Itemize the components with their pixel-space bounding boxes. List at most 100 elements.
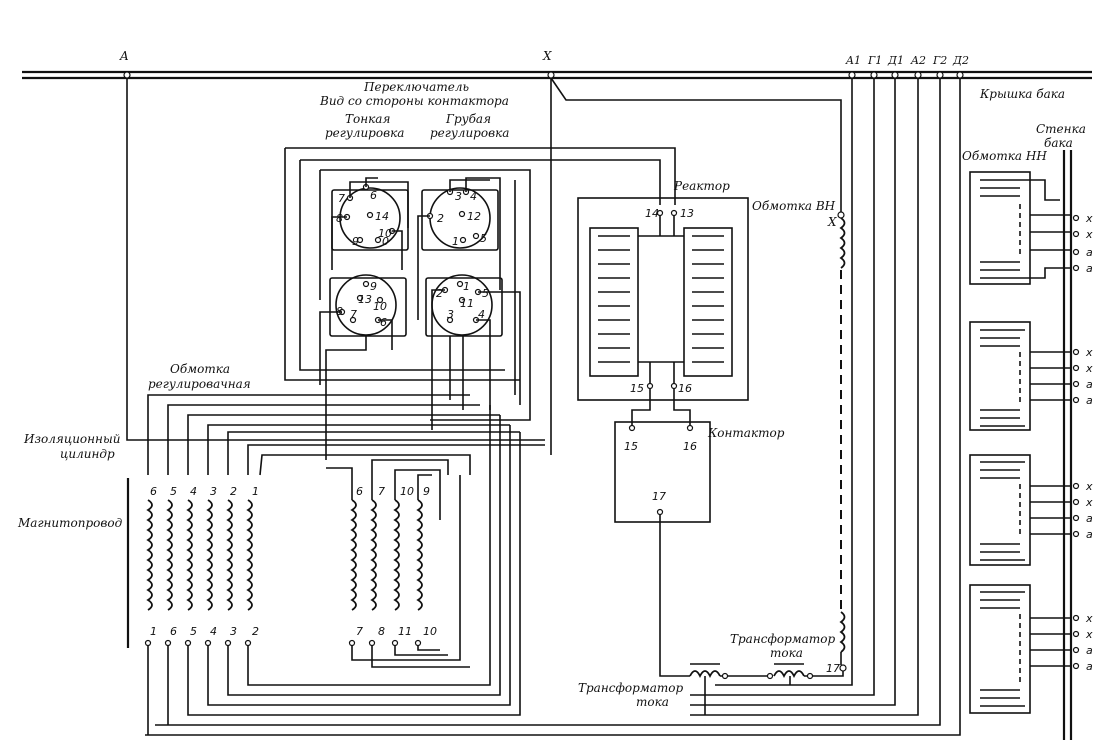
svg-text:4: 4: [190, 485, 197, 498]
lv-winding-block-4: x x a a: [969, 584, 1093, 714]
bus-label-a1: A1: [845, 54, 861, 67]
svg-text:1: 1: [150, 625, 157, 638]
svg-text:5: 5: [480, 232, 487, 245]
wire-x: [550, 77, 842, 215]
bus-terminals: [123, 71, 964, 79]
coarse-selector-bottom: 2 1 5 11 3 4: [425, 274, 503, 337]
tank-cover-label: Крышка бака: [979, 87, 1065, 101]
fine-selector-bottom: 9 13 10 8 7 6: [329, 274, 407, 337]
contactor-box: [614, 421, 711, 523]
tank-cover-line: [22, 70, 1092, 80]
reg-winding-wires: [147, 394, 545, 476]
current-transformer-2-label-2: тока: [770, 646, 803, 660]
svg-text:16: 16: [678, 382, 692, 395]
svg-text:3: 3: [455, 190, 462, 203]
svg-text:15: 15: [630, 382, 644, 395]
svg-text:0: 0: [382, 235, 389, 248]
svg-text:16: 16: [683, 440, 697, 453]
reg-winding-label: Обмотка: [170, 362, 230, 376]
hv-bus-wires: [145, 78, 961, 736]
svg-text:7: 7: [356, 625, 363, 638]
coarse-regulation-label: Грубая: [445, 112, 491, 126]
bus-label-g2: Г2: [932, 54, 947, 67]
insulating-cylinder-label: Изоляционный: [23, 432, 120, 446]
reactor-label: Реактор: [673, 179, 730, 193]
tank-wall-line: [1062, 150, 1073, 740]
svg-text:2: 2: [230, 485, 237, 498]
svg-text:6: 6: [370, 189, 377, 202]
left-coils: 6 5 4 3 2 1 1 6 5 4 3 2: [144, 405, 521, 735]
svg-text:6: 6: [150, 485, 157, 498]
tank-wall-label-2: бака: [1044, 136, 1073, 150]
switch-frame: [284, 147, 676, 421]
tank-wall-label: Стенка: [1036, 122, 1086, 136]
svg-text:7: 7: [338, 192, 345, 205]
svg-text:8: 8: [336, 212, 343, 225]
wire-a: [126, 78, 545, 441]
svg-text:12: 12: [467, 210, 481, 223]
svg-text:9: 9: [352, 235, 359, 248]
contactor-label: Контактор: [707, 426, 785, 440]
coarse-regulation-label-2: регулировка: [430, 126, 509, 140]
svg-text:10: 10: [423, 625, 437, 638]
svg-text:x: x: [1085, 612, 1093, 625]
svg-text:1: 1: [452, 235, 459, 248]
bus-label-g1: Г1: [867, 54, 882, 67]
svg-text:a: a: [1086, 660, 1093, 673]
svg-text:7: 7: [350, 308, 357, 321]
svg-text:10: 10: [378, 227, 392, 240]
current-transformer-right: [766, 663, 844, 685]
svg-text:11: 11: [460, 297, 474, 310]
reactor-box: [577, 197, 749, 401]
svg-text:5: 5: [482, 287, 489, 300]
svg-text:8: 8: [378, 625, 385, 638]
lv-winding-label: Обмотка НН: [962, 149, 1047, 163]
svg-text:13: 13: [680, 207, 694, 220]
svg-text:5: 5: [170, 485, 177, 498]
reg-winding-label-2: регулировачная: [148, 377, 251, 391]
svg-text:3: 3: [447, 308, 454, 321]
terminal-17-label: 17: [826, 662, 840, 675]
svg-text:x: x: [1085, 362, 1093, 375]
svg-text:x: x: [1085, 496, 1093, 509]
svg-text:15: 15: [624, 440, 638, 453]
hv-winding-x-label: X: [827, 215, 837, 229]
svg-text:x: x: [1085, 212, 1093, 225]
svg-text:10: 10: [373, 300, 387, 313]
svg-text:1: 1: [463, 280, 470, 293]
svg-text:3: 3: [230, 625, 237, 638]
svg-text:6: 6: [380, 316, 387, 329]
lv-winding-block-2: x x a a: [969, 321, 1093, 431]
coarse-selector-top: 3 4 2 12 1 5: [421, 187, 499, 251]
magnetic-core-label: Магнитопровод: [17, 516, 123, 530]
svg-text:11: 11: [398, 625, 412, 638]
current-transformer-1-label: Трансформатор: [578, 681, 683, 695]
svg-text:2: 2: [437, 212, 444, 225]
svg-text:a: a: [1086, 644, 1093, 657]
current-transformer-left: [689, 663, 770, 715]
svg-text:3: 3: [210, 485, 217, 498]
lv-winding-block-3: x x a a: [969, 454, 1093, 566]
svg-text:4: 4: [470, 190, 477, 203]
hv-winding-coil: [839, 217, 846, 269]
svg-text:9: 9: [370, 280, 377, 293]
svg-text:2: 2: [252, 625, 259, 638]
svg-text:9: 9: [423, 485, 430, 498]
svg-text:7: 7: [378, 485, 385, 498]
lv-winding-block-1: x x a a: [969, 171, 1093, 285]
svg-text:4: 4: [210, 625, 217, 638]
fine-selector-top: 7 6 8 14 10 9 0: [331, 183, 409, 251]
svg-text:x: x: [1085, 228, 1093, 241]
svg-text:10: 10: [400, 485, 414, 498]
svg-text:a: a: [1086, 262, 1093, 275]
insulating-cylinder-label-2: цилиндр: [60, 447, 115, 461]
bus-label-a2: A2: [910, 54, 926, 67]
svg-text:14: 14: [645, 207, 659, 220]
svg-text:6: 6: [356, 485, 363, 498]
reactor-core: [589, 216, 733, 385]
svg-text:1: 1: [252, 485, 259, 498]
svg-text:17: 17: [652, 490, 666, 503]
svg-text:x: x: [1085, 480, 1093, 493]
right-coils: 6 7 10 9 7 8 11 10: [326, 459, 470, 668]
fine-regulation-label: Тонкая: [345, 112, 390, 126]
